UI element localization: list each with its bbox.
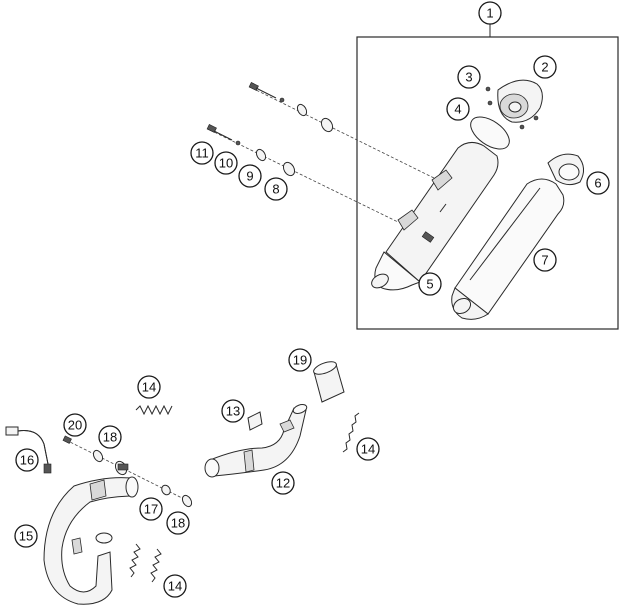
silencer-body: [371, 142, 499, 291]
callout-14-bottom: 14: [163, 574, 187, 598]
callout-8: 8: [264, 177, 288, 201]
callout-9: 9: [238, 164, 262, 188]
callout-label: 7: [541, 253, 548, 268]
callout-5: 5: [418, 272, 442, 296]
callout-label: 5: [426, 277, 433, 292]
callout-label: 6: [594, 176, 601, 191]
spring-bottom-left: [129, 543, 141, 578]
callout-18-upper: 18: [98, 425, 122, 449]
callout-11: 11: [190, 141, 214, 165]
callout-label: 20: [68, 418, 82, 433]
callout-label: 9: [246, 169, 253, 184]
callout-label: 16: [20, 453, 34, 468]
connecting-sleeve: [313, 361, 345, 403]
callout-label: 15: [19, 529, 33, 544]
callout-15: 15: [14, 524, 38, 548]
callout-18-lower: 18: [166, 511, 190, 535]
callout-label: 1: [486, 6, 493, 21]
callout-label: 14: [361, 442, 375, 457]
upper-bolt-set: [248, 82, 439, 181]
callout-12: 12: [271, 471, 295, 495]
silencer-cap-cover: [547, 153, 584, 186]
callout-20: 20: [63, 413, 87, 437]
callout-3: 3: [457, 65, 481, 89]
end-cap-screws: [485, 86, 539, 130]
callout-19: 19: [288, 348, 312, 372]
callout-4: 4: [446, 97, 470, 121]
callout-13: 13: [221, 399, 245, 423]
callout-label: 19: [293, 353, 307, 368]
callout-2: 2: [533, 55, 557, 79]
callout-label: 14: [168, 579, 182, 594]
callout-label: 3: [465, 70, 472, 85]
callout-14-right: 14: [356, 437, 380, 461]
silencer-sleeve: [451, 178, 565, 320]
callout-16: 16: [15, 448, 39, 472]
callout-label: 4: [454, 102, 461, 117]
callout-7: 7: [533, 248, 557, 272]
callout-label: 14: [142, 380, 156, 395]
callout-1: 1: [478, 1, 502, 25]
sensor-cable: [5, 426, 52, 474]
callout-label: 12: [276, 476, 290, 491]
header-pipe: [43, 463, 139, 605]
callout-17: 17: [139, 497, 163, 521]
o-ring: [470, 116, 510, 150]
lower-bolt-set: [206, 124, 399, 223]
callout-label: 13: [226, 404, 240, 419]
silencer-group-frame: [356, 36, 619, 330]
callout-label: 11: [195, 146, 209, 161]
spring-right: [342, 412, 360, 453]
callout-label: 18: [171, 516, 185, 531]
callout-14-top: 14: [137, 375, 161, 399]
spring-bottom-right: [150, 548, 162, 583]
spring-top: [135, 404, 173, 416]
callout-label: 18: [103, 430, 117, 445]
callout-6: 6: [586, 171, 610, 195]
end-cap: [497, 79, 543, 123]
callout-label: 17: [144, 502, 158, 517]
middle-pipe: [204, 404, 308, 478]
callout-label: 8: [272, 182, 279, 197]
callout-label: 2: [541, 60, 548, 75]
callout-label: 10: [219, 156, 233, 171]
callout-10: 10: [214, 151, 238, 175]
